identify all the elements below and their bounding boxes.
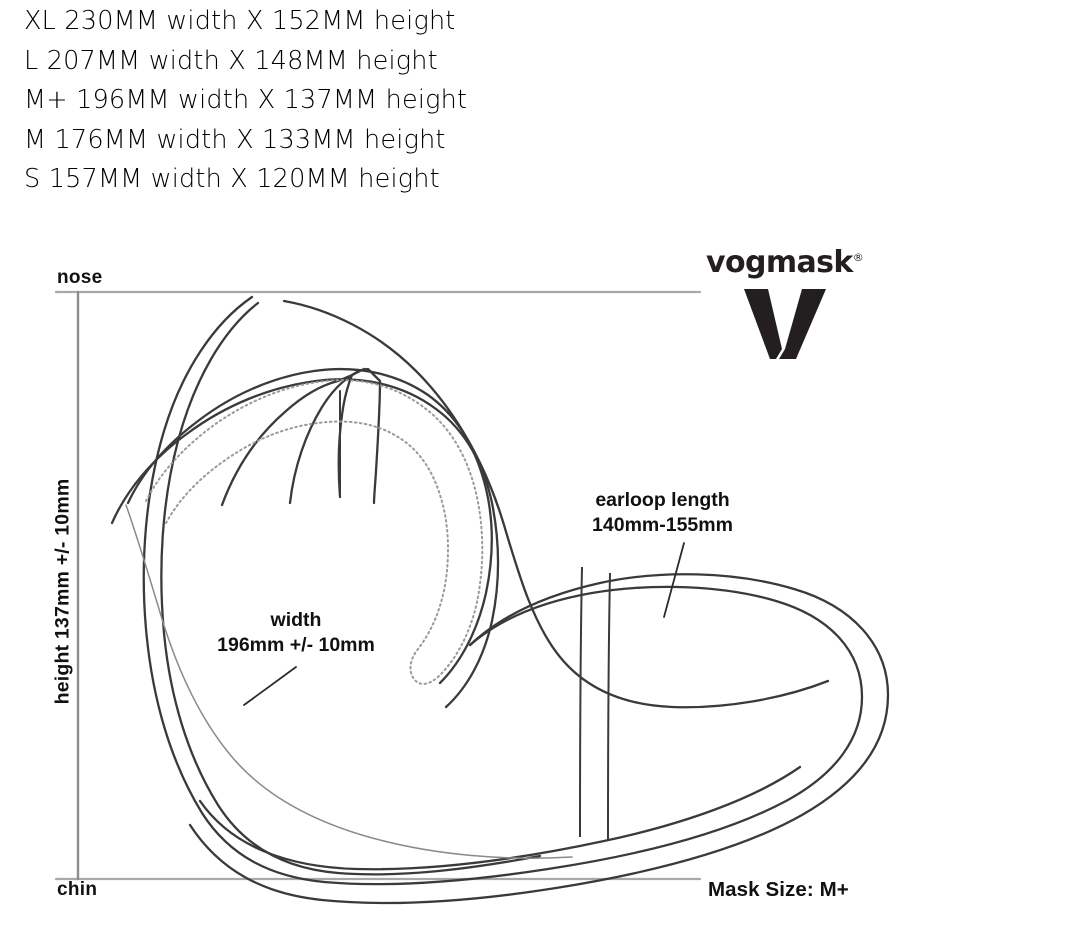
width-callout-value: 196mm +/- 10mm (217, 634, 375, 656)
vogmask-wordmark-text: vogmask (706, 245, 853, 280)
earloop-callout-title: earloop length (595, 489, 730, 511)
earloop-callout: earloop length 140mm-155mm (575, 488, 750, 538)
height-dimension-label: height 137mm +/- 10mm (51, 478, 74, 705)
size-list-item-l: L 207MM width X 148MM height (24, 45, 438, 76)
vogmask-wordmark: vogmask® (706, 245, 864, 280)
mask-size-label: Mask Size: M+ (708, 878, 849, 901)
size-list-item-m: M 176MM width X 133MM height (24, 124, 446, 155)
nose-band-outer-arc (126, 367, 493, 685)
mask-bottom-face-curve (198, 765, 802, 871)
nose-label: nose (57, 267, 103, 288)
mask-face-panel-left (160, 301, 542, 876)
chin-label: chin (57, 879, 98, 900)
interior-face-curve (125, 504, 573, 859)
vogmask-logo: vogmask® (706, 245, 886, 375)
earloop-seam-left (579, 566, 583, 838)
size-list-item-s: S 157MM width X 120MM height (24, 164, 440, 194)
v-icon-right-stroke (779, 289, 826, 359)
mask-silhouette-group (54, 205, 1084, 942)
nose-band-inner-arc (110, 378, 500, 709)
mask-outer-edge (142, 295, 864, 886)
interior-contour-line (125, 504, 573, 859)
earloop-callout-value: 140mm-155mm (592, 514, 733, 536)
size-list-item-xl: XL 230MM width X 152MM height (24, 6, 456, 36)
nose-stitch-detail (145, 379, 484, 685)
nose-stitch-outline (145, 379, 484, 685)
width-callout: width 196mm +/- 10mm (203, 608, 389, 658)
vogmask-v-icon (744, 289, 826, 359)
registered-trademark-icon: ® (852, 251, 864, 264)
silhouette-mask-plate (60, 205, 1084, 942)
mask-earloop-inner-edge (188, 573, 890, 905)
mask-upper-face-curve (282, 299, 830, 709)
nose-tab-crease (288, 367, 366, 505)
earloop-seam-lines (579, 566, 611, 842)
width-callout-title: width (270, 609, 322, 631)
mask-drawing-svg (54, 205, 1084, 942)
size-list-item-mplus: M+ 196MM width X 137MM height (24, 85, 468, 115)
width-leader-line (243, 666, 297, 706)
size-list: XL 230MM width X 152MM height L 207MM wi… (24, 2, 724, 200)
v-icon-left-stroke (744, 289, 782, 359)
nose-tab-right-edge (350, 367, 382, 505)
earloop-leader-line (663, 542, 685, 618)
callout-leader-lines (243, 542, 685, 706)
mask-technical-diagram: nose chin height 137mm +/- 10mm width 19… (0, 205, 1084, 942)
earloop-seam-right (607, 572, 611, 842)
